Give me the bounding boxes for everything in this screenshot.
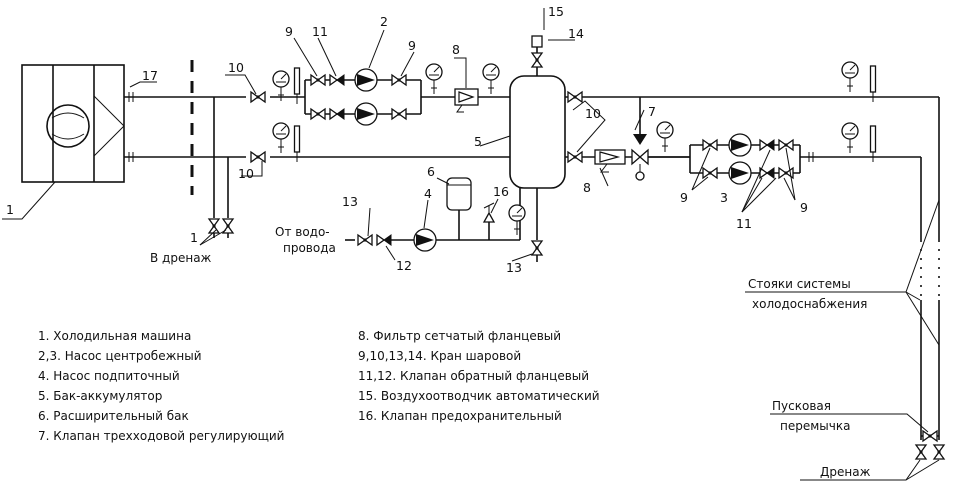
legend-item: 15. Воздухоотводчик автоматический (358, 389, 600, 403)
legend-item: 2,3. Насос центробежный (38, 349, 202, 363)
legend-item: 5. Бак-аккумулятор (38, 389, 162, 403)
label-inlet-line1: От водо- (275, 225, 330, 239)
storage-tank (509, 35, 566, 262)
legend-item: 16. Клапан предохранительный (358, 409, 562, 423)
callout-15: 15 (548, 4, 564, 19)
callout-9-right-left: 9 (680, 190, 688, 205)
legend-item: 9,10,13,14. Кран шаровой (358, 349, 521, 363)
callout-16: 16 (493, 184, 509, 199)
strainer-8-top (454, 88, 479, 113)
pump-3-lower (728, 161, 752, 185)
legend-left: 1. Холодильная машина 2,3. Насос центроб… (38, 329, 284, 443)
callout-9-top-right: 9 (408, 38, 416, 53)
callout-7: 7 (648, 104, 656, 119)
chiller-unit (21, 64, 125, 183)
callout-11-top: 11 (312, 24, 328, 39)
callout-6: 6 (427, 164, 435, 179)
callout-13-left: 13 (342, 194, 358, 209)
callout-5: 5 (474, 134, 482, 149)
callout-4: 4 (424, 186, 432, 201)
return-filter-and-3way (594, 97, 690, 181)
callout-9-right-right: 9 (800, 200, 808, 215)
compressor-icon (46, 104, 90, 148)
callout-9-top-left: 9 (285, 24, 293, 39)
legend-right: 8. Фильтр сетчатый фланцевый 9,10,13,14.… (358, 329, 600, 423)
ball-valve-10-bottom (250, 151, 266, 163)
callout-13-right: 13 (506, 260, 522, 275)
callout-1-machine: 1 (6, 202, 14, 217)
callout-12: 12 (396, 258, 412, 273)
callout-2: 2 (380, 14, 388, 29)
text-labels: От водо- провода В дренаж Стояки системы… (150, 225, 871, 479)
label-drain-left: В дренаж (150, 251, 212, 265)
legend-item: 4. Насос подпиточный (38, 369, 180, 383)
ball-valve-10-top (250, 91, 266, 103)
expansion-tank-6 (446, 177, 472, 211)
leader-lines (2, 8, 940, 481)
makeup-pump-4 (413, 228, 437, 252)
callout-14: 14 (568, 26, 584, 41)
label-inlet-line2: провода (283, 241, 336, 255)
left-drain-branch (208, 97, 234, 238)
legend-item: 6. Расширительный бак (38, 409, 189, 423)
callout-10-right: 10 (585, 106, 601, 121)
label-jumper-line2: перемычка (780, 419, 850, 433)
legend-item: 8. Фильтр сетчатый фланцевый (358, 329, 561, 343)
pump-3-upper (728, 133, 752, 157)
callout-numbers: 1 1 2 3 4 5 6 7 8 8 9 9 9 9 10 10 10 11 … (6, 4, 808, 275)
legend-item: 1. Холодильная машина (38, 329, 191, 343)
callout-17: 17 (142, 68, 158, 83)
label-drain-right: Дренаж (820, 465, 871, 479)
callout-10-bottom: 10 (238, 166, 254, 181)
callout-8-top: 8 (452, 42, 460, 57)
legend-item: 7. Клапан трехходовой регулирующий (38, 429, 284, 443)
pump-2-upper (354, 68, 378, 92)
right-pump-group (689, 133, 801, 185)
callout-10-top: 10 (228, 60, 244, 75)
legend-item: 11,12. Клапан обратный фланцевый (358, 369, 589, 383)
top-pump-group (304, 68, 422, 126)
label-risers-line1: Стояки системы (748, 277, 851, 291)
callout-1-valves: 1 (190, 230, 198, 245)
label-risers-line2: холодоснабжения (752, 297, 867, 311)
pump-2-lower (354, 102, 378, 126)
callout-3: 3 (720, 190, 728, 205)
callout-8-bottom: 8 (583, 180, 591, 195)
callout-11-right: 11 (736, 216, 752, 231)
label-jumper-line1: Пусковая (772, 399, 831, 413)
makeup-line (345, 177, 526, 252)
